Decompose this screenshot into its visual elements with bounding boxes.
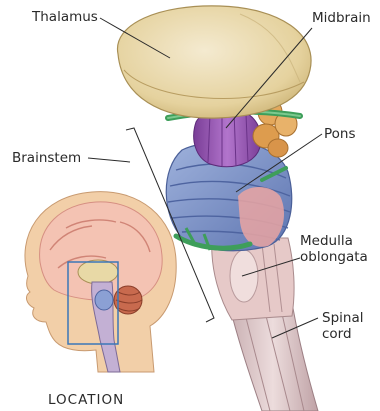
label-thalamus: Thalamus: [32, 9, 98, 25]
location-caption: LOCATION: [48, 392, 124, 408]
label-spinal-line1: Spinal: [322, 310, 363, 326]
label-pons: Pons: [324, 126, 356, 142]
location-inset: [25, 192, 176, 372]
label-spinal-line2: cord: [322, 326, 352, 342]
label-medulla-line1: Medulla: [300, 233, 353, 249]
label-medulla-line2: oblongata: [300, 249, 368, 265]
label-brainstem: Brainstem: [12, 150, 81, 166]
label-midbrain: Midbrain: [312, 10, 371, 26]
thalamus: [117, 6, 311, 118]
